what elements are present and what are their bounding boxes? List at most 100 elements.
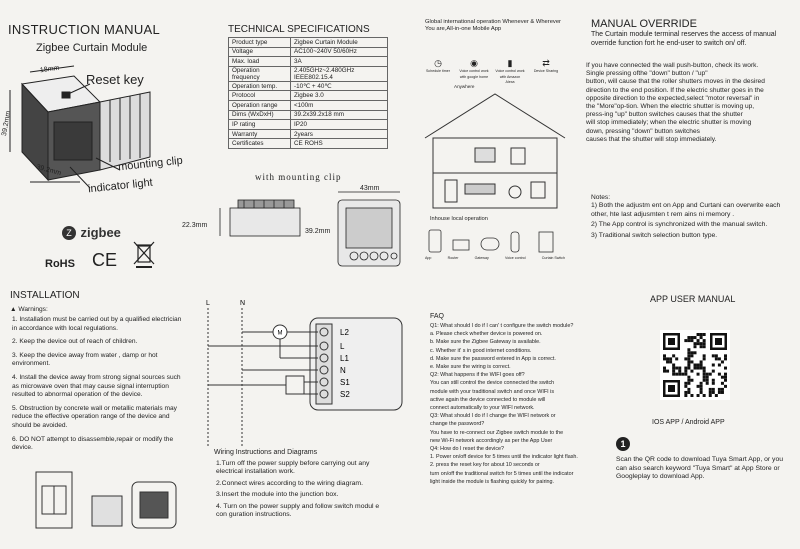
schedule-icon: ◷Schedule timer (426, 58, 450, 73)
installation-item: 6. DO NOT attempt to disassemble,repair … (12, 435, 174, 452)
ce-logo: CE (92, 250, 118, 270)
faq-title: FAQ (430, 313, 445, 320)
inhouse-label: Inhouse local operation (430, 216, 488, 222)
manual-subtitle: Zigbee Curtain Module (36, 42, 148, 54)
global-title: Global international operation Whenever … (425, 19, 561, 25)
terminal-L1: L1 (340, 354, 349, 363)
notes-list: 1) Both the adjustm ent on App and Curta… (591, 202, 796, 242)
terminal-S1: S1 (340, 378, 350, 387)
override-line: down, pressing "down" button switches (586, 127, 700, 135)
installation-list: 1. Installation must be carried out by a… (12, 316, 187, 458)
faq-line: change the password? (430, 421, 485, 428)
sharing-icon: ⇄Device Sharing (533, 58, 559, 73)
override-intro: The Curtain module terminal reserves the… (591, 31, 777, 47)
override-line: direction to the end position. If the el… (586, 86, 764, 94)
spec-cell: 39.2x39.2x18 mm (290, 109, 388, 121)
faq-line: 2. press the reset key for about 10 seco… (430, 462, 540, 469)
faq-line: c. Whether it' s in good internet condit… (430, 347, 532, 354)
dim-width-label: 43mm (360, 185, 380, 192)
override-line: button, will cause that the roller shutt… (586, 78, 765, 86)
spec-cell: Protocol (228, 90, 291, 101)
terminal-N: N (340, 366, 346, 375)
wiring-step: 3.Insert the module into the junction bo… (216, 491, 339, 499)
inhouse-labels: App Router Gateway Voice control Curtain… (425, 256, 565, 260)
faq-line: e. Make sure the wiring is correct. (430, 364, 511, 371)
faq-line: light inside the module is flashing quic… (430, 478, 555, 485)
reset-key-label: Reset key (86, 72, 144, 87)
spec-row: Operation range<100m (228, 99, 388, 111)
wiring-steps: 1.Turn off the power supply before carry… (216, 460, 386, 522)
spec-cell: Product type (228, 37, 291, 48)
spec-cell: IP20 (290, 119, 388, 130)
faq-list: Q1: What should I do if I can' t configu… (430, 322, 610, 486)
spec-cell: Zigbee 3.0 (290, 90, 388, 101)
rohs-logo: RoHS (45, 258, 75, 270)
feature-icons: ◷Schedule timer ◉Voice control work with… (423, 58, 563, 86)
faq-line: turn on/off the traditional switch for 5… (430, 470, 574, 477)
installation-diagram (35, 471, 177, 529)
wire-N-label: N (240, 300, 245, 307)
override-line: causes that the shutter will stop immedi… (586, 135, 717, 143)
override-line: the "More"op-tion. When the electric shu… (586, 103, 755, 111)
clip-diagram (219, 191, 401, 267)
zigbee-logo: Z zigbee (62, 224, 121, 242)
step-1-badge: 1 (616, 437, 630, 451)
wiring-title: Wiring Instructions and Diagrams (214, 449, 318, 456)
faq-line: Q3: What should I do if I change the WIF… (430, 413, 556, 420)
override-line: If you have connected the wall push-butt… (586, 62, 759, 69)
spec-row: Dims (WxDxH)39.2x39.2x18 mm (228, 109, 388, 121)
spec-cell: Max. load (228, 56, 291, 67)
inhouse-devices (428, 229, 554, 253)
clip-label: with mounting clip (255, 172, 342, 182)
module-3d-diagram (9, 65, 151, 189)
spec-cell: Certificates (228, 138, 291, 149)
faq-line: active again the device connected to mod… (430, 396, 546, 403)
override-title: MANUAL OVERRIDE (591, 18, 697, 30)
spec-row: Operation temp.-10℃ + 40℃ (228, 80, 388, 92)
dim-front-label: 39.2mm (305, 228, 331, 235)
spec-cell: <100m (290, 99, 388, 111)
spec-cell: 2.405GHz~2.480GHz IEEE802.15.4 (290, 65, 388, 82)
faq-line: module with your traditional switch and … (430, 388, 555, 395)
faq-line: Q2: What happens if the WIFI goes off? (430, 372, 525, 379)
override-line: will stop immediately; when the electric… (586, 119, 752, 127)
global-sub: You are,All-in-one Mobile App (425, 26, 502, 32)
dim-height-label: 22.3mm (182, 222, 208, 229)
spec-cell: Warranty (228, 128, 291, 140)
qr-code[interactable] (660, 330, 730, 400)
wiring-step: 4. Turn on the power supply and follow s… (216, 502, 380, 519)
google-home-icon: ◉Voice control work with google home (459, 58, 489, 79)
zigbee-icon: Z (62, 225, 76, 240)
spec-cell: Operation temp. (228, 80, 291, 92)
faq-line: Q4: How do I reset the device? (430, 446, 505, 453)
terminal-S2: S2 (340, 390, 350, 399)
installation-item: 3. Keep the device away from water , dam… (12, 351, 158, 368)
weee-bin-icon (133, 241, 155, 268)
override-line: Single pressing ofthe "down" button / "u… (586, 70, 708, 78)
installation-item: 4. Install the device away from strong s… (12, 373, 181, 399)
installation-title: INSTALLATION (10, 290, 80, 301)
spec-cell: Dims (WxDxH) (228, 109, 291, 121)
spec-cell: AC100~240V 50/60Hz (290, 46, 388, 58)
spec-cell: 3A (290, 56, 388, 67)
spec-cell: Voltage (228, 46, 291, 58)
faq-line: a. Please check whether device is powere… (430, 331, 543, 338)
wire-L-label: L (206, 300, 210, 307)
terminal-L: L (340, 342, 345, 351)
override-body: If you have connected the wall push-butt… (586, 62, 796, 144)
override-line: opposite direction to the expected,selec… (586, 94, 760, 102)
manual-title: INSTRUCTION MANUAL (8, 22, 161, 37)
alexa-icon: ▮Voice control work with Amazon Alexa (495, 58, 525, 85)
faq-line: You can still control the device connect… (430, 380, 555, 387)
override-line: press-ing "up" button switches causes th… (586, 111, 743, 119)
faq-line: connect automatically to your WIFI netwo… (430, 405, 535, 412)
faq-line: new Wi-Fi network accordingly as per the… (430, 437, 553, 444)
spec-cell: Operation range (228, 99, 291, 111)
